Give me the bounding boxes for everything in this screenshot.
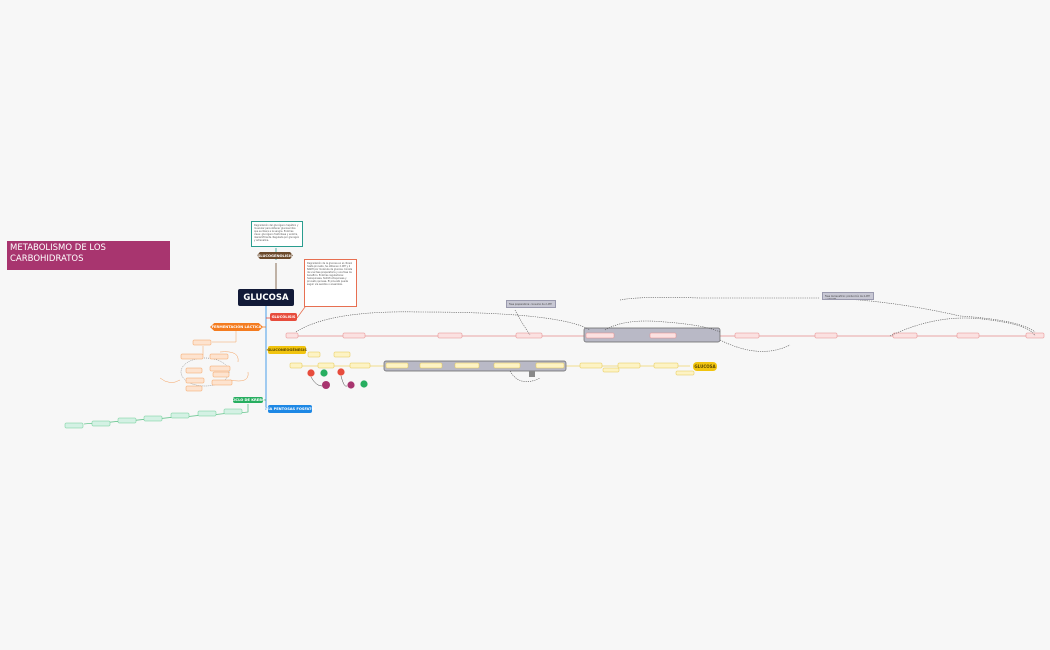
gng-nodes-box-0[interactable] — [289, 362, 303, 369]
branch-glucolisis[interactable]: GLUCÓLISIS — [270, 313, 297, 321]
gng-nodes-box-5[interactable] — [454, 362, 480, 369]
krebs-cascade — [83, 404, 249, 425]
ferm-nodes-box-5[interactable] — [185, 377, 205, 384]
gng-nodes-box-6[interactable] — [493, 362, 521, 369]
glucogenolisis-note[interactable]: Degradación del glucógeno hepático y mus… — [251, 221, 303, 247]
ferm-nodes-box-4[interactable] — [209, 365, 231, 372]
krebs-nodes-box-4[interactable] — [170, 412, 190, 419]
krebs-nodes-box-1[interactable] — [91, 420, 111, 427]
krebs-nodes-box-0[interactable] — [64, 422, 84, 429]
gly-nodes-box-3[interactable] — [515, 332, 543, 339]
gly-nodes-box-6[interactable] — [734, 332, 760, 339]
gng-nodes-box-11[interactable] — [307, 351, 321, 358]
gng-nodes-box-2[interactable] — [349, 362, 371, 369]
ferm-nodes-box-8[interactable] — [212, 371, 230, 378]
map-title[interactable]: METABOLISMO DE LOS CARBOHIDRATOS — [7, 241, 170, 270]
shuttle-cycle — [307, 368, 368, 389]
phase-note[interactable]: Fase preparatoria: consumo de 2 ATP — [506, 300, 556, 308]
branch-via-pentosas-fosfato[interactable]: VÍA PENTOSAS FOSFATO — [265, 405, 315, 413]
ferm-nodes-box-7[interactable] — [185, 385, 203, 392]
gng-nodes-box-1[interactable] — [317, 362, 335, 369]
ferm-nodes-box-6[interactable] — [211, 379, 233, 386]
gng-nodes-box-14[interactable] — [602, 367, 620, 373]
ppp-note[interactable]: Fase de beneficio: producción de 4 ATP y… — [822, 292, 874, 300]
gly-nodes-box-5[interactable] — [649, 332, 677, 339]
gng-nodes-box-9[interactable] — [617, 362, 641, 369]
gly-nodes-box-1[interactable] — [342, 332, 366, 339]
branch-glucogenolisis[interactable]: GLUCOGENOLISIS — [257, 252, 293, 259]
gluconeogenesis-step-nodes[interactable] — [289, 351, 695, 376]
gly-nodes-box-0[interactable] — [285, 332, 299, 339]
fermentation-cluster — [159, 330, 249, 387]
ferm-nodes-box-2[interactable] — [209, 353, 229, 360]
branch-ciclo-krebs[interactable]: CICLO DE KREBS — [231, 397, 265, 403]
root-node-glucosa[interactable]: GLUCOSA — [238, 289, 294, 306]
gng-nodes-box-13[interactable] — [675, 370, 695, 376]
mitochondria-icon — [529, 371, 535, 377]
krebs-nodes-box-2[interactable] — [117, 417, 137, 424]
glucolisis-arcs — [295, 297, 1036, 352]
krebs-nodes-box-6[interactable] — [223, 408, 243, 415]
gly-nodes-box-7[interactable] — [814, 332, 838, 339]
gly-nodes-box-9[interactable] — [956, 332, 980, 339]
gly-nodes-box-4[interactable] — [585, 332, 615, 339]
glucolisis-step-nodes[interactable] — [285, 332, 1045, 339]
gly-nodes-box-10[interactable] — [1025, 332, 1045, 339]
gng-nodes-box-4[interactable] — [419, 362, 443, 369]
gly-nodes-box-2[interactable] — [437, 332, 463, 339]
branch-fermentacion-lactica[interactable]: FERMENTACIÓN LÁCTICA — [210, 323, 263, 331]
krebs-nodes-box-5[interactable] — [197, 410, 217, 417]
gly-nodes-box-8[interactable] — [892, 332, 918, 339]
gng-nodes-box-3[interactable] — [385, 362, 409, 369]
fermentation-step-nodes[interactable] — [180, 339, 233, 392]
ferm-nodes-box-1[interactable] — [180, 353, 204, 360]
glucolisis-note[interactable]: Degradación de la glucosa en el citosol … — [304, 259, 357, 307]
gng-nodes-box-8[interactable] — [579, 362, 603, 369]
branch-gluconeogenesis[interactable]: GLUCONEOGÉNESIS — [267, 346, 307, 354]
ferm-nodes-box-0[interactable] — [192, 339, 212, 346]
gng-nodes-box-12[interactable] — [333, 351, 351, 358]
gng-nodes-box-10[interactable] — [653, 362, 679, 369]
krebs-nodes-box-3[interactable] — [143, 415, 163, 422]
gluconeogenesis-end-glucosa[interactable]: GLUCOSA — [693, 362, 717, 371]
gng-nodes-box-7[interactable] — [535, 362, 565, 369]
krebs-step-nodes[interactable] — [64, 408, 243, 429]
ferm-nodes-box-3[interactable] — [185, 367, 203, 374]
